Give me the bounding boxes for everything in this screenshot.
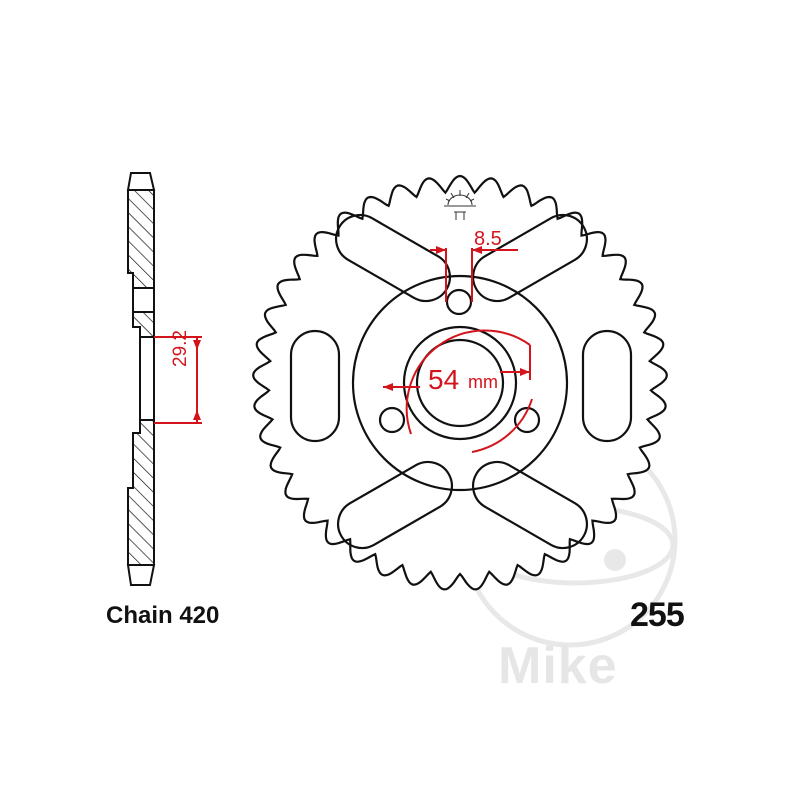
- hub: [351, 274, 569, 492]
- watermark-text: Mike: [498, 637, 618, 695]
- sprocket-outline: [252, 174, 668, 591]
- lightening-slots: [289, 213, 633, 550]
- side-view: [126, 172, 156, 586]
- side-dimension: [154, 336, 202, 424]
- watermark-dot: [604, 549, 626, 571]
- pitch-circle-unit: mm: [468, 372, 498, 392]
- side-offset-label: 29.2: [170, 330, 191, 367]
- maker-logo-icon: [444, 190, 476, 220]
- bolt-hole-dimension-label: 8.5: [474, 228, 502, 250]
- dimension-arrows: [383, 246, 530, 391]
- pitch-circle-label: 54: [428, 364, 460, 395]
- chain-label: Chain 420: [106, 602, 220, 629]
- part-number: 255: [630, 596, 685, 634]
